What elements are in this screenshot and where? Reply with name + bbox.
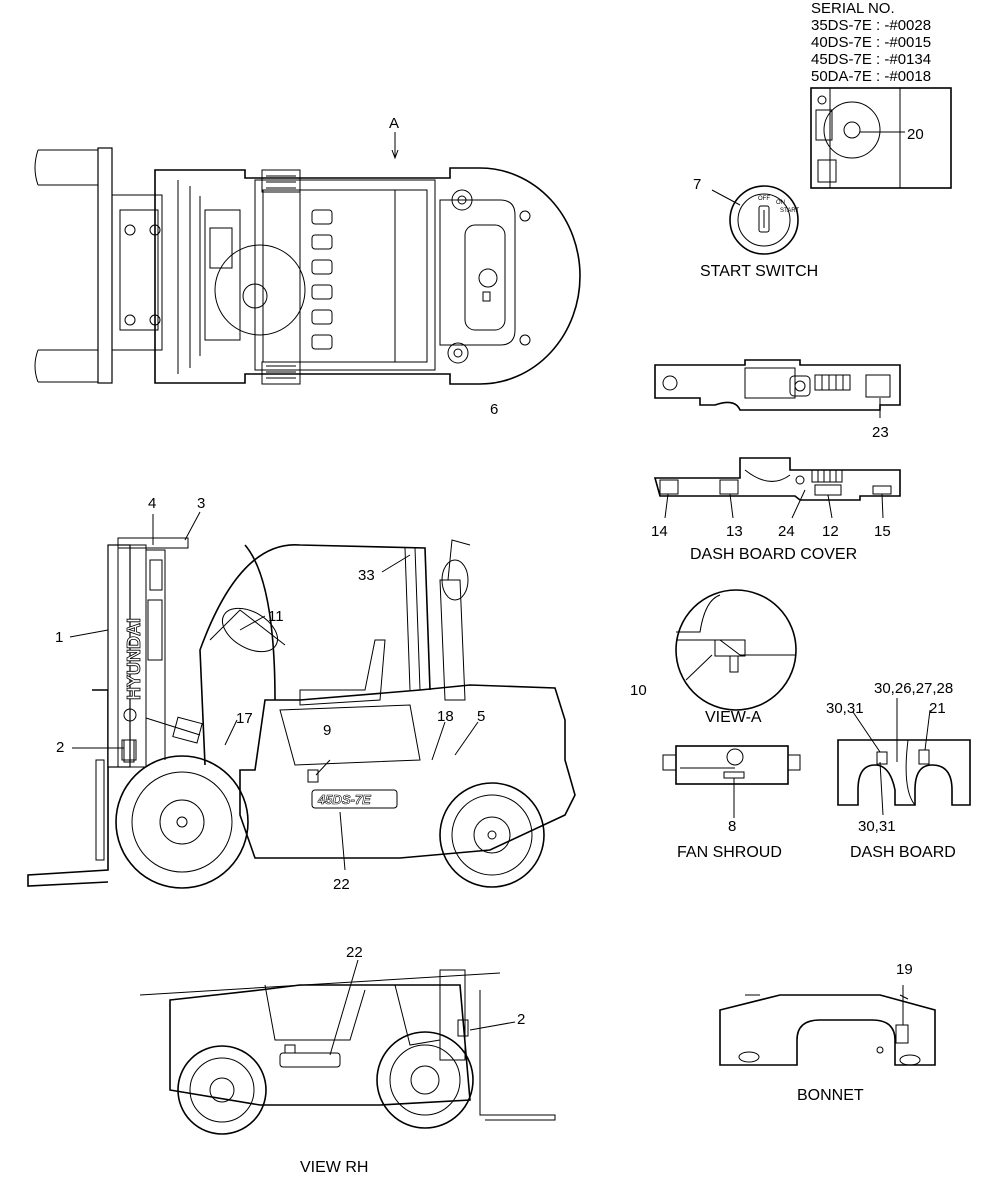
start-switch-drawing (729, 185, 799, 255)
start-switch-detail-inset (810, 87, 952, 189)
dash-board-drawing (837, 739, 971, 806)
callout-21: 21 (929, 700, 946, 717)
fan-shroud-drawing (662, 745, 801, 785)
bonnet-drawing (719, 994, 936, 1066)
callout-18: 18 (437, 708, 454, 725)
serial-line: 35DS-7E : -#0028 (811, 17, 931, 34)
start-switch-caption: START SWITCH (700, 263, 818, 280)
callout-2-rh: 2 (517, 1011, 525, 1028)
key-start-label: START (780, 208, 799, 214)
serial-line: 40DS-7E : -#0015 (811, 34, 931, 51)
instrument-panel-drawing (654, 359, 901, 411)
callout-23: 23 (872, 424, 889, 441)
callout-30-26-27-28: 30,26,27,28 (874, 680, 953, 697)
callout-22-rh: 22 (346, 944, 363, 961)
callout-4: 4 (148, 495, 156, 512)
callout-1: 1 (55, 629, 63, 646)
callout-2: 2 (56, 739, 64, 756)
serial-heading: SERIAL NO. (811, 0, 895, 17)
callout-13: 13 (726, 523, 743, 540)
callout-20: 20 (907, 126, 924, 143)
view-a-caption: VIEW-A (705, 709, 762, 726)
bonnet-caption: BONNET (797, 1087, 864, 1104)
callout-6: 6 (490, 401, 498, 418)
callout-33: 33 (358, 567, 375, 584)
arrow-a-label: A (389, 115, 399, 132)
top-view-drawing (34, 147, 581, 385)
callout-15: 15 (874, 523, 891, 540)
dash-board-cover-drawing (653, 457, 901, 501)
callout-17: 17 (236, 710, 253, 727)
callout-8: 8 (728, 818, 736, 835)
callout-19: 19 (896, 961, 913, 978)
callout-30-31-top: 30,31 (826, 700, 864, 717)
callout-3: 3 (197, 495, 205, 512)
key-on-label: ON (776, 200, 785, 206)
view-rh-drawing (139, 969, 556, 1135)
view-rh-caption: VIEW RH (300, 1159, 368, 1176)
dash-board-cover-caption: DASH BOARD COVER (690, 546, 857, 563)
callout-30-31-bottom: 30,31 (858, 818, 896, 835)
key-off-label: OFF (758, 196, 770, 202)
arrow-a-icon (391, 132, 399, 160)
model-decal-text: 45DS-7E (317, 792, 371, 807)
serial-line: 45DS-7E : -#0134 (811, 51, 931, 68)
serial-line: 50DA-7E : -#0018 (811, 68, 931, 85)
dash-board-caption: DASH BOARD (850, 844, 956, 861)
callout-7: 7 (693, 176, 701, 193)
callout-10: 10 (630, 682, 647, 699)
callout-5: 5 (477, 708, 485, 725)
callout-11: 11 (268, 608, 284, 625)
callout-9: 9 (323, 722, 331, 739)
side-view-drawing (27, 537, 576, 889)
view-a-detail-drawing (675, 589, 797, 711)
fan-shroud-caption: FAN SHROUD (677, 844, 782, 861)
callout-12: 12 (822, 523, 839, 540)
callout-24: 24 (778, 523, 795, 540)
callout-14: 14 (651, 523, 668, 540)
mast-brand-text: HYUNDAI (124, 618, 144, 700)
callout-22: 22 (333, 876, 350, 893)
